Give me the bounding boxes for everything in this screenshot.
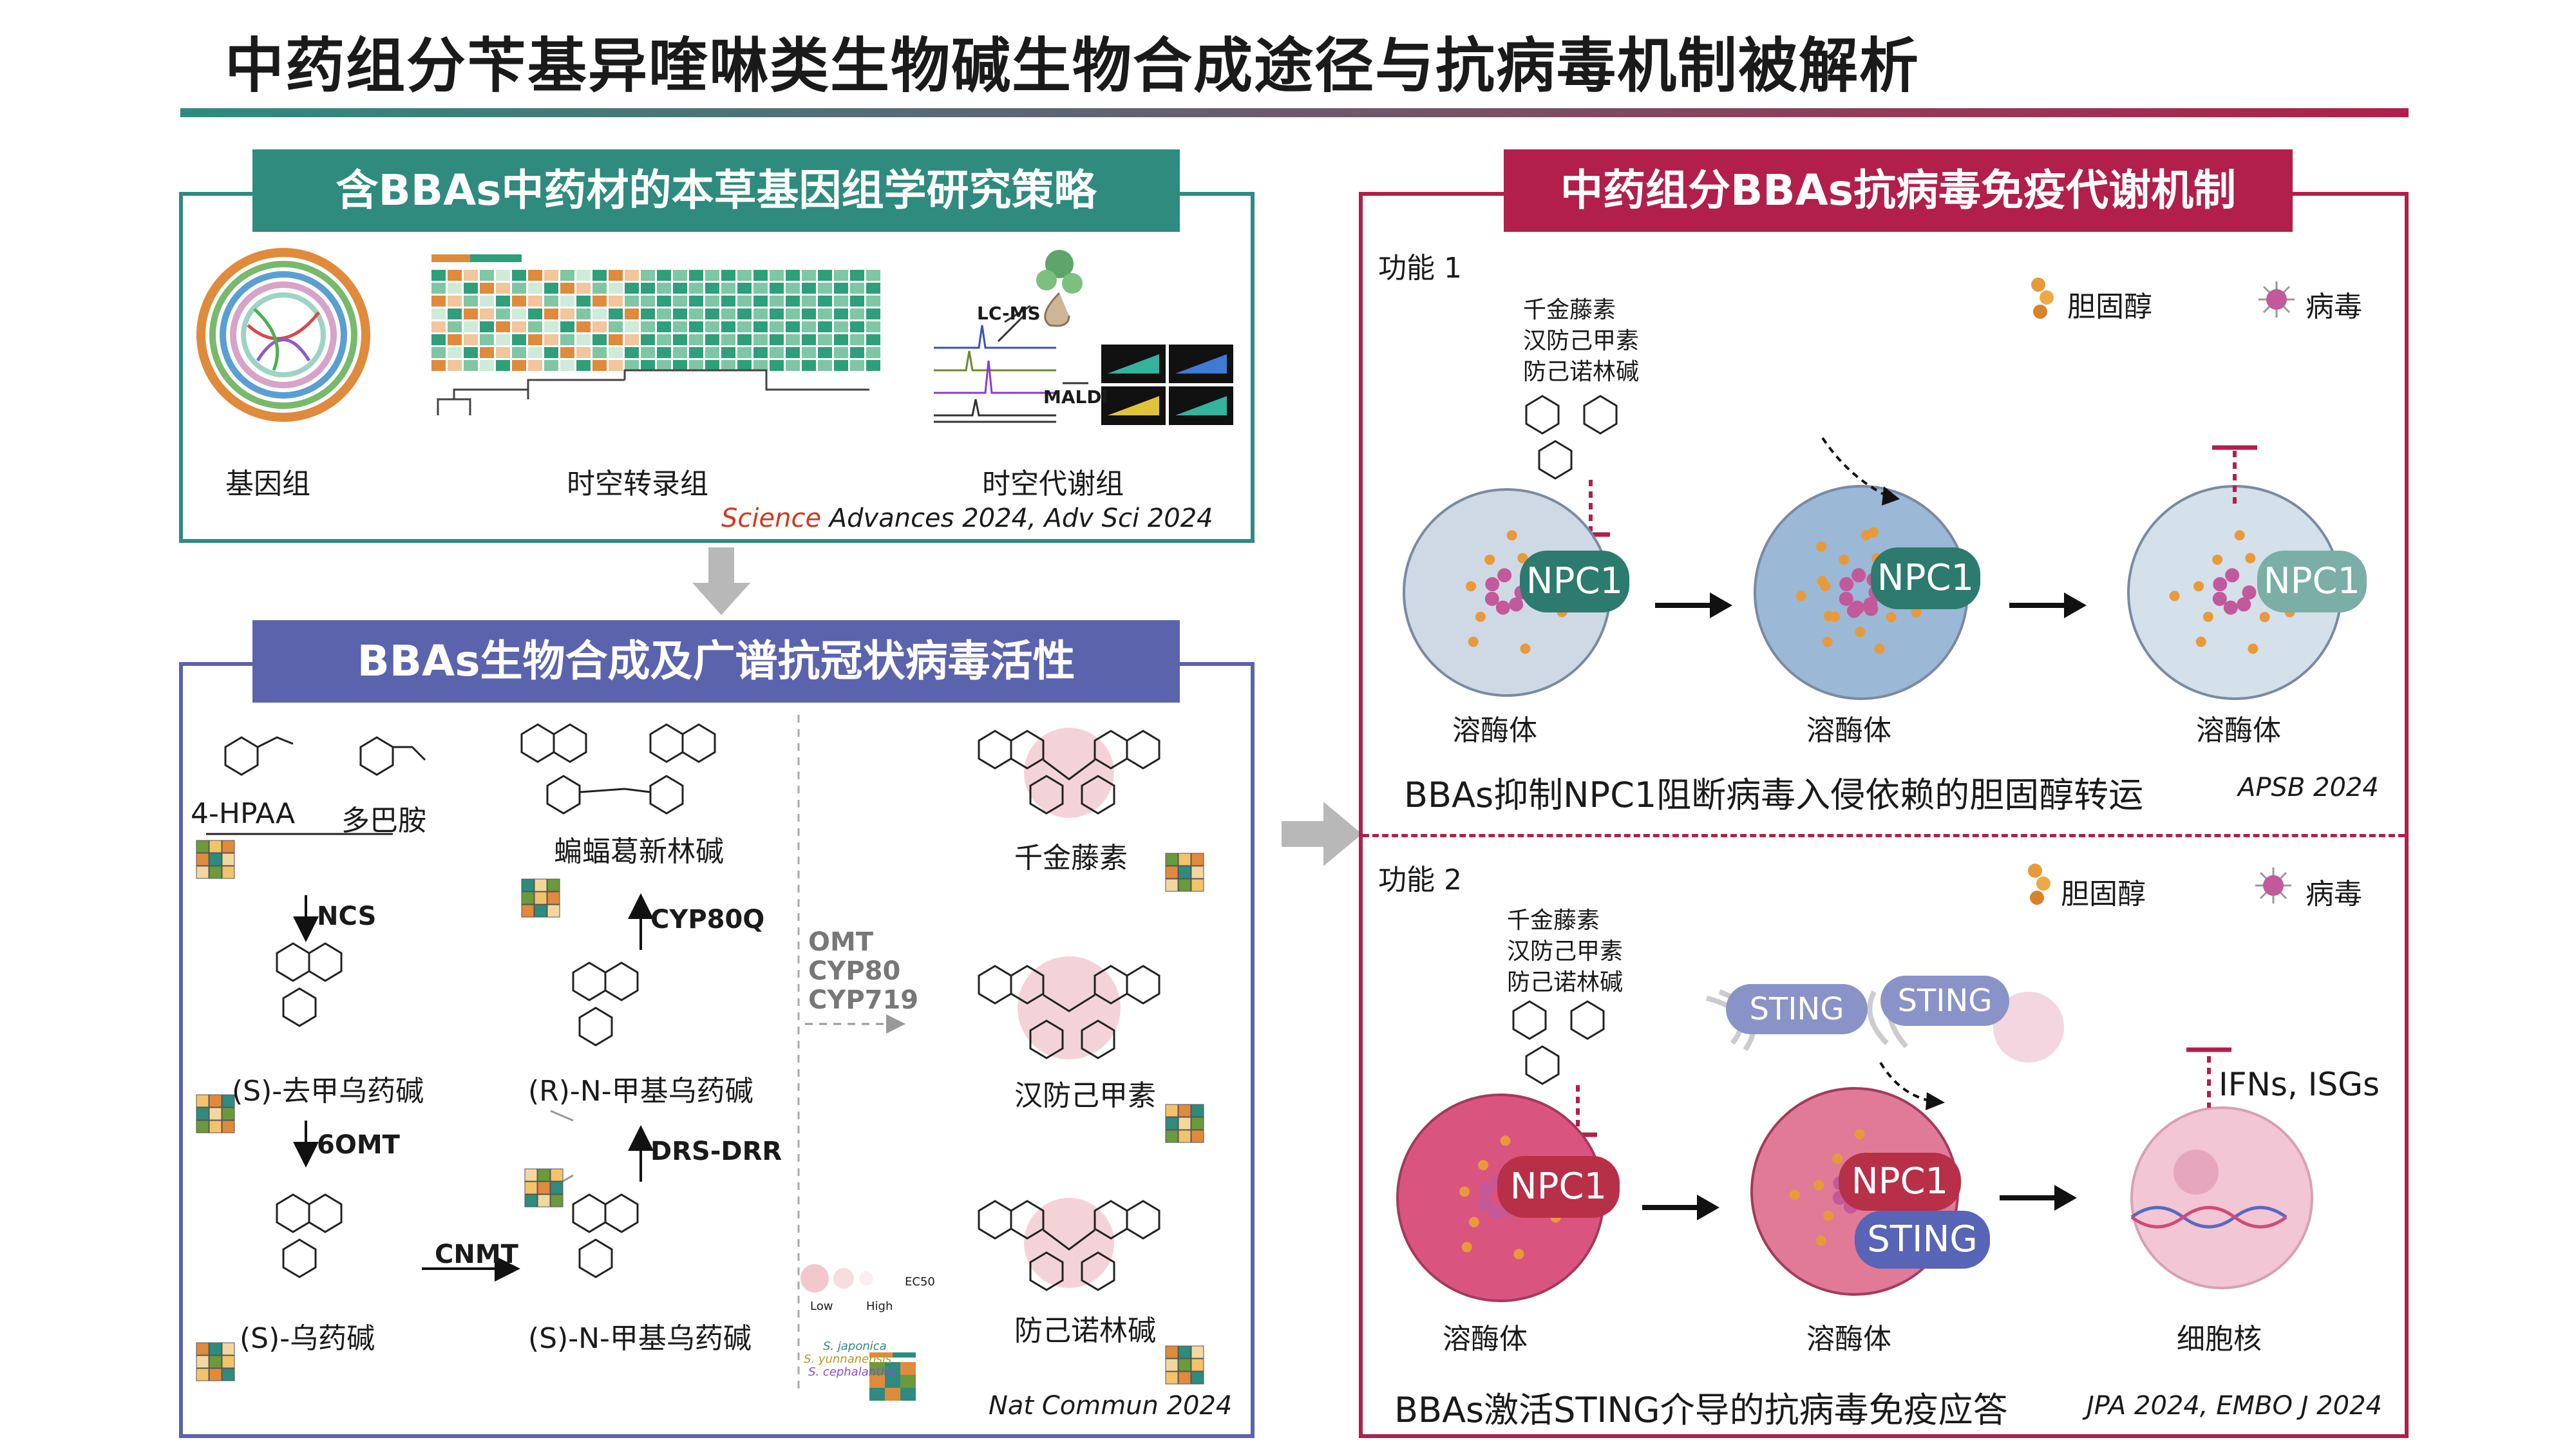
- function2-label: 功能 2: [1378, 864, 1462, 896]
- cnmt-enzyme: CNMT: [435, 1240, 518, 1269]
- ifn-label: IFNs, ISGs: [2219, 1066, 2380, 1103]
- ncs-enzyme: NCS: [317, 902, 377, 931]
- low-label: Low: [810, 1300, 833, 1313]
- function1-label: 功能 1: [1378, 252, 1462, 285]
- virus-legend-1: 病毒: [2306, 290, 2362, 323]
- fangchinoline-label: 防己诺林碱: [1014, 1314, 1156, 1347]
- biosynthesis-pathway: [196, 715, 1204, 1401]
- f2-drug-2: 汉防己甲素: [1507, 938, 1624, 965]
- cholesterol-legend-2: 胆固醇: [2061, 878, 2146, 911]
- down-arrow: [692, 547, 750, 615]
- biosynthesis-ref: Nat Commun 2024: [989, 1391, 1233, 1421]
- cepharanthine-label: 千金藤素: [1014, 842, 1128, 875]
- f2-drug-3: 防己诺林碱: [1507, 969, 1624, 996]
- hpaa-label: 4-HPAA: [191, 797, 296, 830]
- cyp80q-enzyme: CYP80Q: [650, 905, 765, 934]
- coclaurine-label: (S)-乌药碱: [240, 1322, 375, 1355]
- f2-sting-box-3: STING: [1855, 1211, 1990, 1269]
- virus-icon: [2255, 867, 2291, 904]
- transcriptome-heatmap: [431, 254, 880, 415]
- function-divider: [1363, 834, 2405, 837]
- f1-lysosome-3: 溶酶体: [2196, 714, 2281, 747]
- metabolome-plot: [934, 250, 1233, 425]
- metabolome-label: 时空代谢组: [982, 468, 1124, 500]
- ec50-label: EC50: [905, 1275, 935, 1289]
- berbamunine-label: 蝙蝠葛新林碱: [554, 835, 724, 868]
- norcoclaurine-label: (S)-去甲乌药碱: [232, 1075, 424, 1108]
- function1-diagram: [1403, 395, 2342, 700]
- f1-npc1-box-2: NPC1: [1871, 547, 1980, 609]
- virus-legend-2: 病毒: [2306, 878, 2362, 911]
- 6omt-enzyme: 6OMT: [317, 1130, 400, 1160]
- f2-caption: BBAs激活STING介导的抗病毒免疫应答: [1394, 1390, 2008, 1430]
- f1-drug-2: 汉防己甲素: [1523, 328, 1640, 354]
- genome-label: 基因组: [225, 468, 310, 500]
- drs-drr-enzyme: DRS-DRR: [650, 1137, 782, 1166]
- transcriptome-label: 时空转录组: [567, 468, 708, 500]
- late-enzyme-2: CYP80: [808, 956, 901, 986]
- f1-lysosome-2: 溶酶体: [1806, 714, 1891, 747]
- late-enzyme-3: CYP719: [808, 985, 919, 1015]
- dopamine-label: 多巴胺: [341, 804, 426, 837]
- virus-icon: [2259, 281, 2295, 317]
- species-2: S. yunnanensis: [804, 1352, 892, 1366]
- f1-npc1-box-3: NPC1: [2257, 551, 2367, 612]
- genomics-ref: Science Advances 2024, Adv Sci 2024: [721, 504, 1213, 533]
- f2-lysosome-1: 溶酶体: [1443, 1323, 1528, 1356]
- cholesterol-legend-1: 胆固醇: [2067, 290, 2152, 323]
- r-nmc-label: (R)-N-甲基乌药碱: [528, 1075, 753, 1108]
- f2-lysosome-2: 溶酶体: [1806, 1323, 1891, 1356]
- f2-ref: JPA 2024, EMBO J 2024: [2087, 1391, 2382, 1421]
- f2-sting-box-1: STING: [1726, 984, 1868, 1034]
- genomics-ref-science: Science: [721, 504, 822, 533]
- f1-npc1-box-1: NPC1: [1520, 551, 1629, 612]
- genomics-header: 含BBAs中药材的本草基因组学研究策略: [252, 149, 1180, 232]
- s-nmc-label: (S)-N-甲基乌药碱: [528, 1322, 752, 1355]
- nucleus-label: 细胞核: [2177, 1323, 2262, 1356]
- late-enzyme-1: OMT: [808, 927, 874, 957]
- right-arrow: [1282, 802, 1362, 866]
- species-3: S. cephalantha: [808, 1365, 895, 1379]
- genome-circos: [196, 248, 370, 422]
- main-title: 中药组分苄基异喹啉类生物碱生物合成途径与抗病毒机制被解析: [224, 32, 1920, 100]
- high-label: High: [866, 1300, 893, 1313]
- f2-npc1-box-2: NPC1: [1839, 1153, 1961, 1211]
- genomics-ref-rest: Advances 2024, Adv Sci 2024: [821, 504, 1213, 533]
- cholesterol-icon: [2031, 278, 2054, 319]
- tetrandrine-label: 汉防己甲素: [1014, 1079, 1156, 1112]
- f1-ref: APSB 2024: [2238, 773, 2379, 802]
- f1-lysosome-1: 溶酶体: [1452, 714, 1537, 747]
- mechanism-header: 中药组分BBAs抗病毒免疫代谢机制: [1504, 149, 2293, 232]
- f2-sting-box-2: STING: [1880, 976, 2009, 1026]
- lcms-label: LC-MS: [977, 303, 1041, 324]
- f2-drug-1: 千金藤素: [1507, 907, 1600, 934]
- species-1: S. japonica: [823, 1340, 887, 1353]
- f2-npc1-box-1: NPC1: [1497, 1156, 1620, 1218]
- title-gradient-rule: [180, 108, 2409, 117]
- f1-caption: BBAs抑制NPC1阻断病毒入侵依赖的胆固醇转运: [1404, 775, 2144, 815]
- f1-drug-3: 防己诺林碱: [1523, 359, 1640, 385]
- maldi-label: MALDI: [1043, 386, 1109, 408]
- biosynthesis-header: BBAs生物合成及广谱抗冠状病毒活性: [252, 620, 1180, 703]
- cholesterol-icon: [2028, 864, 2050, 905]
- f1-drug-1: 千金藤素: [1523, 297, 1616, 323]
